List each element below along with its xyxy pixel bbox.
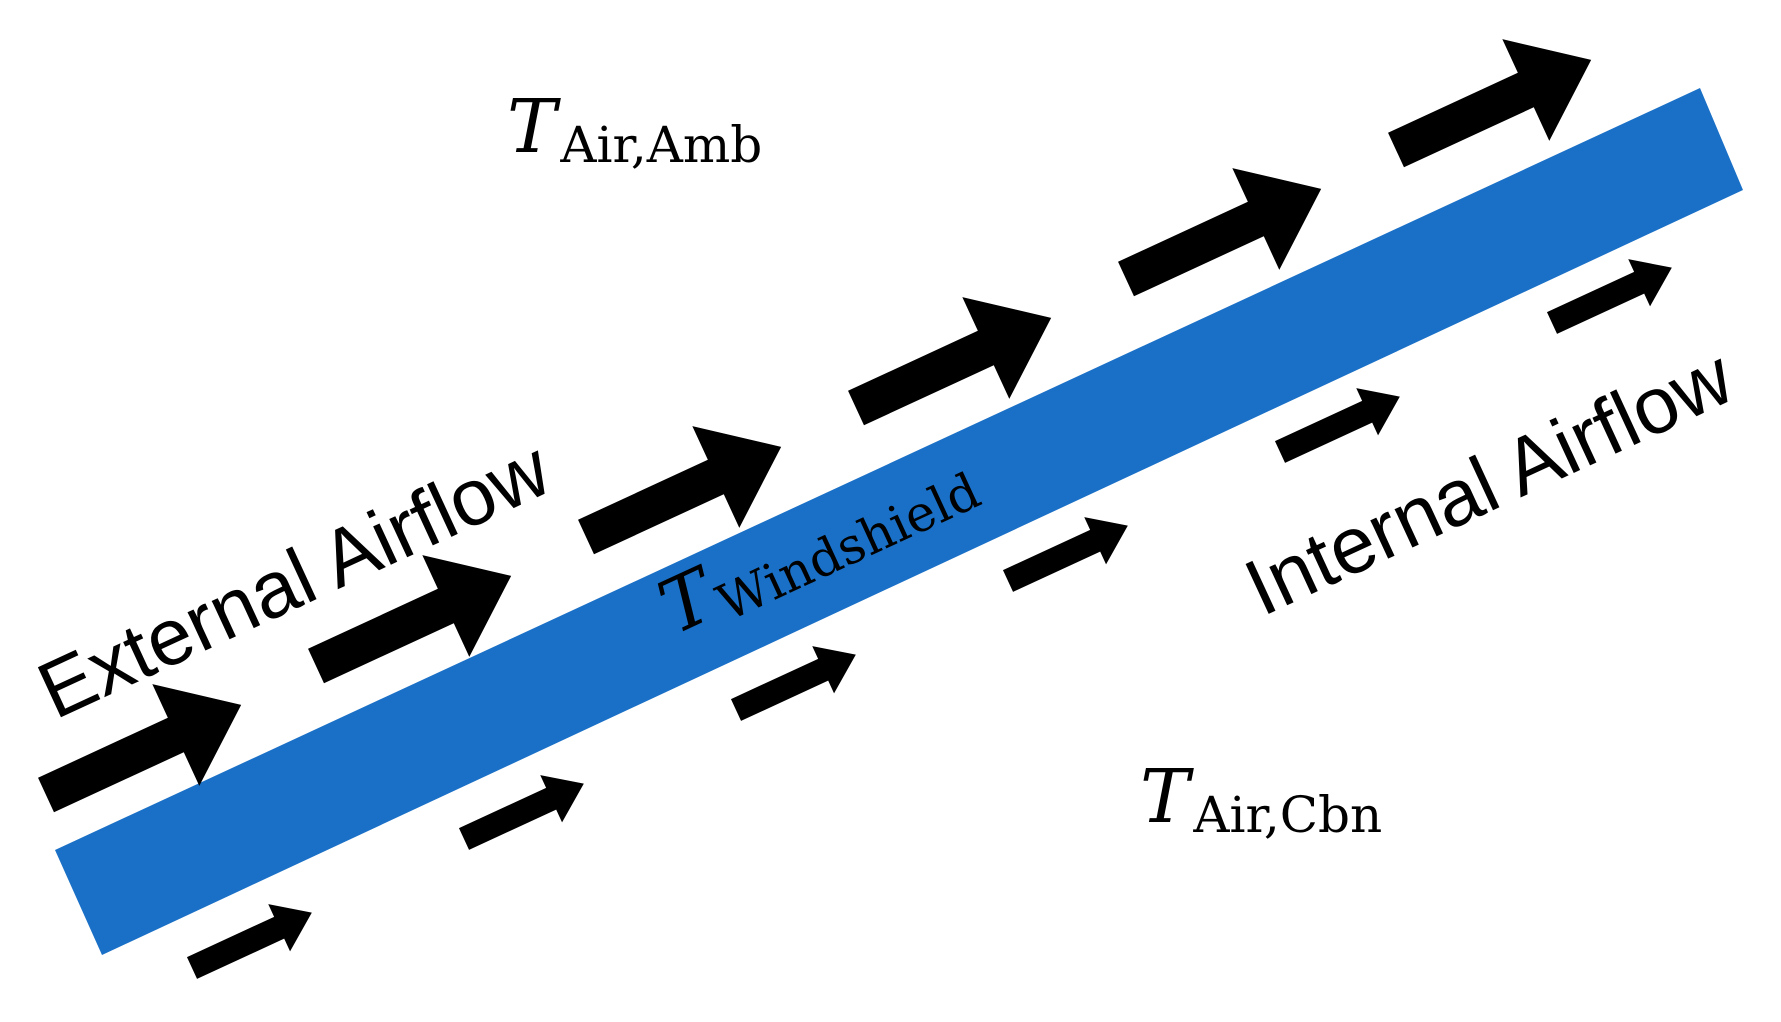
external-airflow-arrow-icon — [38, 684, 242, 813]
internal-airflow-arrow-icon — [458, 775, 584, 850]
ambient-temp-subscript: Air,Amb — [559, 116, 762, 174]
external-airflow-arrow-icon — [578, 426, 782, 555]
ambient-air-temperature-label: TAir,Amb — [507, 84, 762, 174]
cabin-air-temperature-label: TAir,Cbn — [1140, 754, 1382, 844]
windshield-band — [55, 88, 1743, 955]
internal-airflow-arrow-icon — [730, 646, 856, 721]
external-airflow-arrow-icon — [1118, 168, 1322, 297]
internal-airflow-arrow-icon — [1274, 388, 1400, 463]
internal-airflow-arrow-icon — [186, 904, 312, 979]
ambient-temp-symbol: T — [507, 84, 561, 170]
external-airflow-arrow-icon — [308, 555, 512, 684]
internal-airflow-arrows — [186, 259, 1672, 979]
internal-airflow-arrow-icon — [1546, 259, 1672, 334]
internal-airflow-arrow-icon — [1002, 517, 1128, 592]
external-airflow-arrow-icon — [1388, 39, 1592, 168]
cabin-temp-subscript: Air,Cbn — [1192, 786, 1382, 844]
external-airflow-arrow-icon — [848, 297, 1052, 426]
external-airflow-arrows — [38, 39, 1592, 813]
cabin-temp-symbol: T — [1140, 754, 1194, 840]
